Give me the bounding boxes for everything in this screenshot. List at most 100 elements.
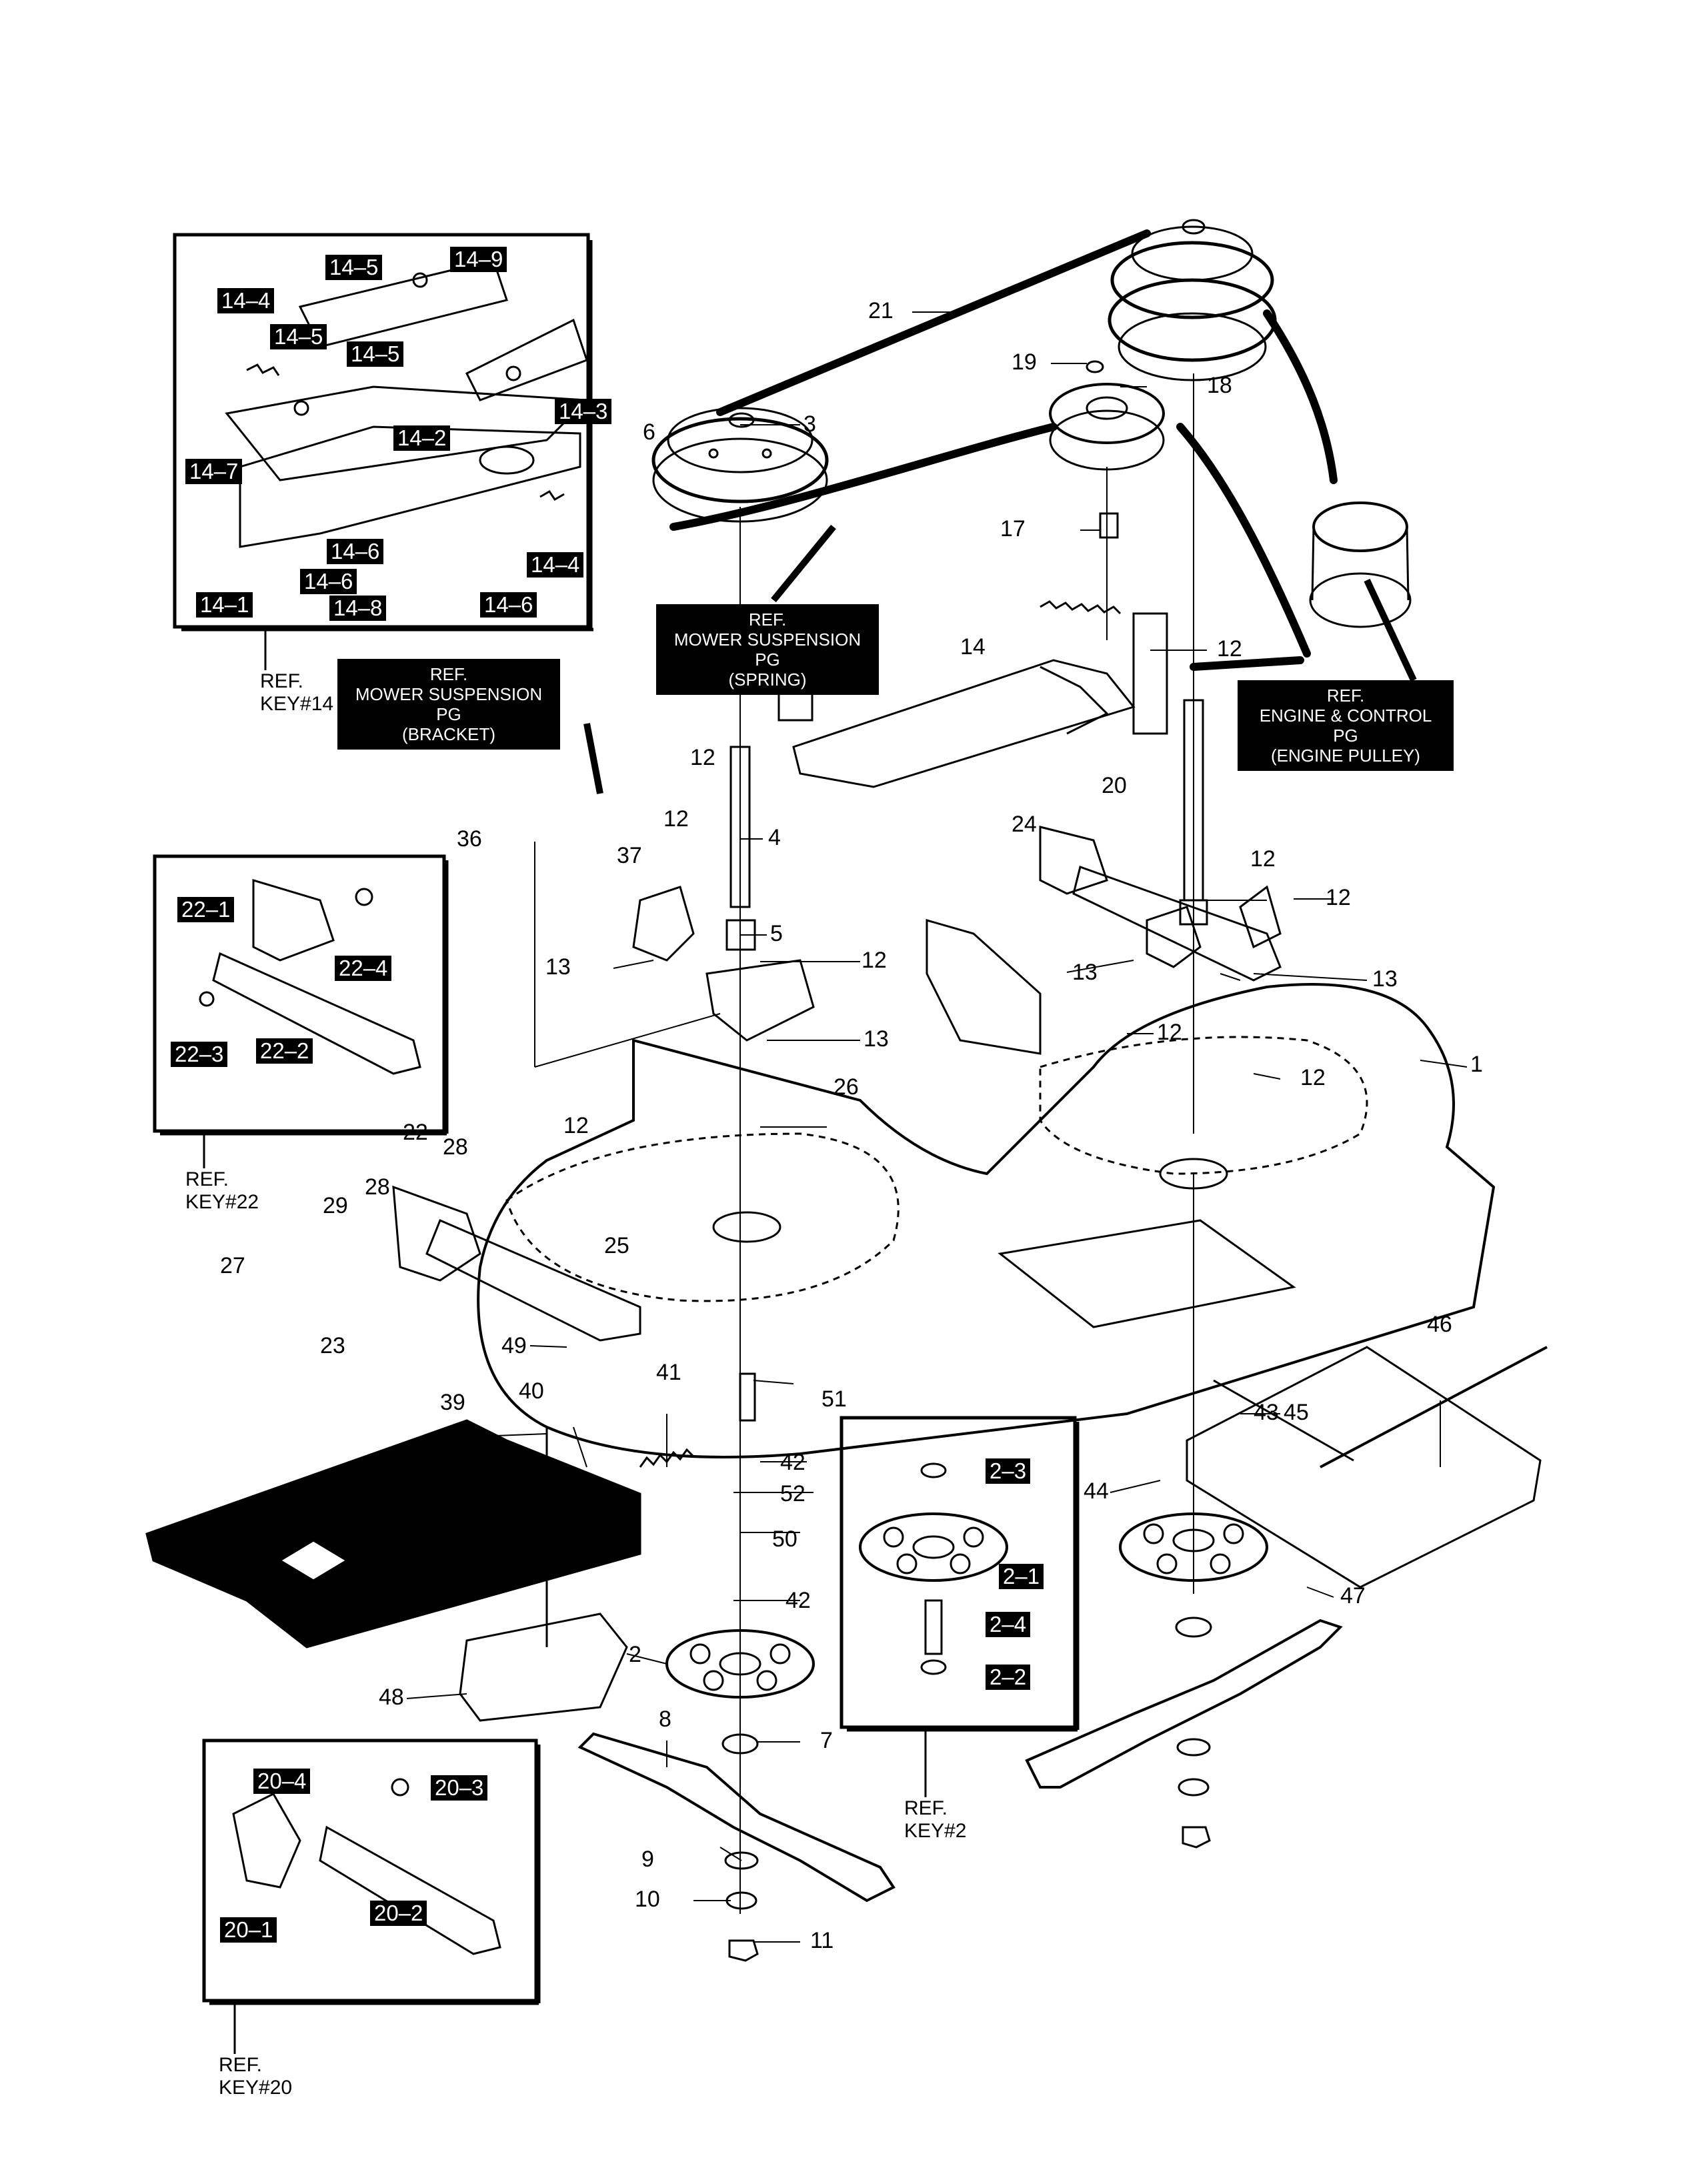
inset-22-parts	[199, 878, 421, 1075]
callout-13-d: 13	[1372, 966, 1398, 992]
tag-22-4: 22–4	[335, 956, 392, 981]
tag-14-6-c: 14–6	[480, 592, 537, 618]
callout-29: 29	[323, 1193, 348, 1218]
callout-21: 21	[868, 298, 894, 323]
mower-deck	[477, 983, 1496, 1458]
ref-box-bracket-line3: (BRACKET)	[401, 724, 496, 744]
tag-20-1: 20–1	[220, 1917, 277, 1943]
callout-42-a: 42	[780, 1450, 805, 1475]
callout-48: 48	[379, 1685, 404, 1710]
callout-12-b: 12	[690, 745, 715, 770]
blade-left	[577, 1732, 896, 1903]
ref-pointers	[583, 524, 1417, 794]
ref-key-2-line1: REF.	[904, 1797, 948, 1819]
spindle-shafts	[725, 512, 1208, 1422]
callout-12-i: 12	[563, 1113, 589, 1138]
tag-20-4: 20–4	[253, 1769, 311, 1794]
inset-14-frame	[173, 233, 593, 670]
ref-key-14-line2: KEY#14	[260, 693, 334, 715]
callout-28-a: 28	[443, 1134, 468, 1160]
callout-26: 26	[833, 1074, 859, 1100]
tag-14-9: 14–9	[450, 247, 507, 272]
callout-1: 1	[1470, 1052, 1483, 1077]
ref-key-14-line1: REF.	[260, 670, 304, 692]
callout-14: 14	[960, 634, 986, 660]
ref-key-20: REF. KEY#20	[219, 2054, 292, 2099]
callout-46: 46	[1427, 1312, 1452, 1337]
ref-key-20-line1: REF.	[219, 2054, 263, 2076]
tag-14-7: 14–7	[185, 459, 243, 484]
callout-9: 9	[641, 1847, 654, 1872]
callout-23: 23	[320, 1333, 345, 1358]
ref-box-mower-suspension-spring: REF. MOWER SUSPENSION PG (SPRING)	[656, 604, 879, 695]
inset-2-frame	[839, 1416, 1080, 1797]
hanger-brackets	[632, 885, 1282, 1055]
callout-25: 25	[604, 1233, 629, 1258]
callout-13-b: 13	[864, 1026, 889, 1052]
callout-24: 24	[1012, 812, 1037, 837]
callout-40: 40	[519, 1378, 544, 1404]
callout-12-d: 12	[862, 948, 887, 973]
callout-27: 27	[220, 1253, 245, 1278]
discharge-chute	[145, 1419, 641, 1649]
callout-49: 49	[501, 1333, 527, 1358]
callout-10: 10	[635, 1887, 660, 1912]
callout-44: 44	[1084, 1478, 1109, 1504]
tag-2-2: 2–2	[986, 1665, 1031, 1690]
tag-2-1: 2–1	[999, 1564, 1044, 1589]
callout-47: 47	[1340, 1583, 1366, 1608]
rear-lift-link-20	[1039, 826, 1282, 982]
ref-box-bracket-line2: MOWER SUSPENSION PG	[355, 684, 543, 724]
callout-12-h: 12	[1300, 1065, 1326, 1090]
tag-14-5-mid: 14–5	[270, 324, 327, 349]
callout-12-f: 12	[1326, 885, 1351, 910]
callout-20: 20	[1102, 773, 1127, 798]
tag-14-8: 14–8	[329, 596, 387, 621]
ref-key-2: REF. KEY#2	[904, 1797, 966, 1843]
callout-19: 19	[1012, 349, 1037, 375]
callout-12-a: 12	[1217, 636, 1242, 662]
idler-pulley	[1049, 360, 1165, 471]
callout-43: 43	[1254, 1400, 1279, 1425]
tag-2-4: 2–4	[986, 1612, 1031, 1637]
callout-7: 7	[820, 1728, 833, 1753]
callout-28-b: 28	[365, 1174, 390, 1200]
ref-key-14: REF. KEY#14	[260, 670, 333, 716]
callout-12-e: 12	[1250, 846, 1276, 872]
tag-22-1: 22–1	[177, 897, 235, 922]
callout-13-c: 13	[1072, 960, 1098, 985]
callout-8: 8	[659, 1707, 671, 1732]
callout-17: 17	[1000, 516, 1026, 541]
front-lift-link-22	[392, 1185, 641, 1342]
inset-22-frame	[153, 854, 449, 1168]
leader-lines	[406, 311, 1468, 1943]
ref-box-spring-line1: REF.	[748, 610, 787, 630]
tag-14-4-bottom: 14–4	[527, 552, 584, 578]
drive-belt	[669, 229, 1338, 671]
ref-box-engine-line1: REF.	[1326, 686, 1365, 706]
callout-12-c: 12	[663, 806, 689, 832]
tag-14-5-top: 14–5	[325, 255, 383, 280]
ref-key-22-line1: REF.	[185, 1168, 229, 1190]
callout-5: 5	[770, 921, 783, 946]
inset-2-hub	[859, 1462, 1008, 1675]
ref-box-spring-line3: (SPRING)	[728, 670, 807, 690]
ref-key-22: REF. KEY#22	[185, 1168, 259, 1214]
tag-20-2: 20–2	[370, 1901, 427, 1926]
callout-51: 51	[821, 1386, 847, 1412]
ref-box-engine-control: REF. ENGINE & CONTROL PG (ENGINE PULLEY)	[1238, 680, 1454, 771]
tag-14-4-top: 14–4	[217, 288, 275, 313]
ref-box-mower-suspension-bracket: REF. MOWER SUSPENSION PG (BRACKET)	[337, 659, 560, 750]
ref-key-22-line2: KEY#22	[185, 1191, 259, 1213]
inset-14-parts	[225, 259, 589, 548]
ref-box-spring-line2: MOWER SUSPENSION PG	[673, 630, 862, 670]
callout-42-b: 42	[785, 1588, 811, 1613]
callout-3: 3	[803, 411, 816, 437]
tag-22-2: 22–2	[256, 1038, 313, 1064]
callout-45: 45	[1284, 1400, 1309, 1425]
ref-key-20-line2: KEY#20	[219, 2077, 293, 2099]
tag-14-3: 14–3	[555, 399, 612, 424]
callout-11: 11	[810, 1928, 834, 1953]
tag-2-3: 2–3	[986, 1458, 1031, 1484]
